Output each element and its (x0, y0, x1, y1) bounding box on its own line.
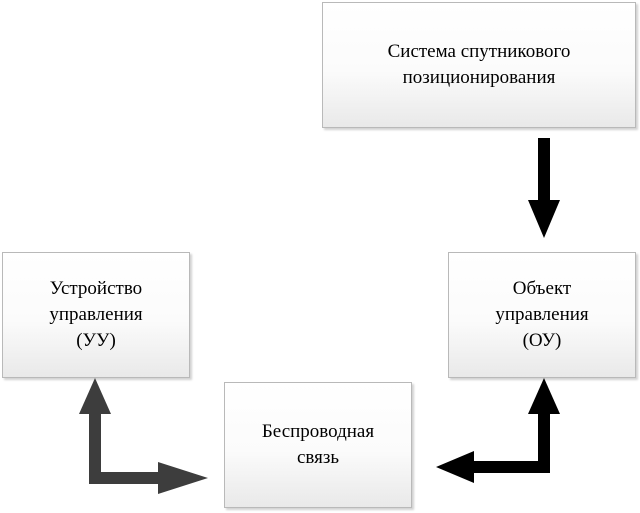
node-label: Беспроводная связь (261, 421, 375, 468)
node-label: Устройство управления (УУ) (49, 278, 143, 351)
node-control-object: Объект управления (ОУ) (448, 252, 636, 378)
arrow-wireless-object (436, 378, 560, 483)
node-label: Объект управления (ОУ) (495, 278, 589, 351)
node-satellite-positioning-system: Система спутникового позиционирования (322, 2, 636, 128)
arrow-wireless-control (79, 378, 208, 494)
node-control-device: Устройство управления (УУ) (2, 252, 190, 378)
node-label: Система спутникового позиционирования (387, 41, 571, 88)
arrow-gnss-to-object (528, 138, 560, 238)
node-wireless-link: Беспроводная связь (224, 382, 412, 508)
